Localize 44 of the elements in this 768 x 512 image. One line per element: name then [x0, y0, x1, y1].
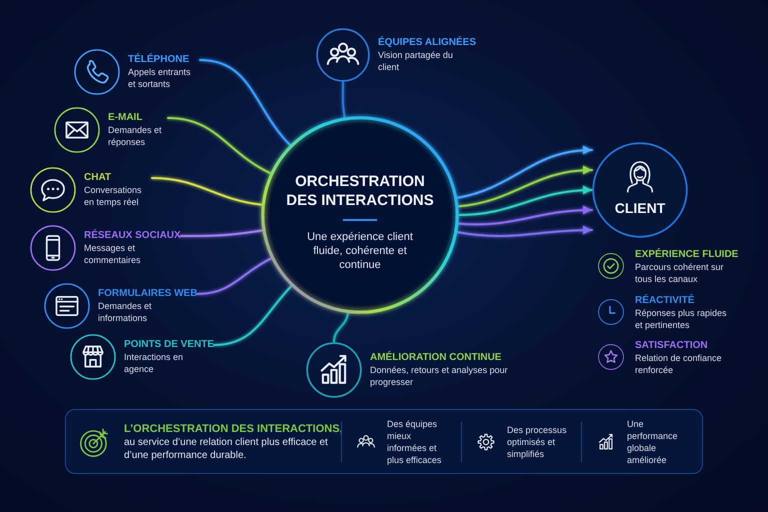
hub-subtitle: Une expérience client fluide, cohérente et continue — [306, 230, 414, 272]
connector-line — [213, 285, 292, 346]
summary-banner — [65, 409, 703, 474]
connector-line — [180, 229, 264, 237]
node-description: Relation de confiance renforcée — [635, 352, 723, 376]
connector-line — [151, 177, 263, 206]
node-title: FORMULAIRES WEB — [98, 288, 198, 300]
arrow — [458, 186, 593, 216]
feature-text: Une performance globale améliorée — [627, 418, 679, 466]
node-description: Messages et commentaires — [84, 242, 142, 266]
arrow — [456, 146, 593, 199]
feature-text: Des équipes mieux informées et plus efficaces — [387, 418, 442, 466]
node-title: ÉQUIPES ALIGNÉES — [378, 37, 476, 49]
node-title: RÉSEAUX SOCIAUX — [84, 230, 181, 242]
arrow — [457, 166, 593, 208]
node-description: Données, retours et analyses pour progresser — [370, 364, 509, 388]
node-title: RÉACTIVITÉ — [635, 295, 694, 307]
node-description: Appels entrants et sortants — [128, 66, 192, 90]
node-description: Vision partagée du client — [378, 49, 454, 73]
connector-line — [199, 59, 292, 146]
node-description: Parcours cohérent sur tous les canaux — [635, 261, 725, 285]
connector-line — [333, 312, 349, 343]
node-title: AMÉLIORATION CONTINUE — [370, 352, 502, 364]
connector-line — [342, 81, 346, 118]
node-title: POINTS DE VENTE — [124, 339, 214, 351]
banner-text: au service d’une relation client plus efficace et d’une performance durable. — [124, 436, 329, 462]
node-title: CHAT — [84, 172, 112, 184]
node-title: EXPÉRIENCE FLUIDE — [635, 249, 738, 261]
arrow — [456, 226, 593, 237]
node-title: TÉLÉPHONE — [128, 54, 190, 66]
node-description: Demandes et réponses — [108, 124, 163, 148]
banner-heading: L’ORCHESTRATION DES INTERACTIONS, — [124, 422, 343, 436]
client-label: CLIENT — [614, 200, 666, 216]
node-description: Conversations en temps réel — [84, 184, 143, 208]
connector-line — [167, 117, 272, 174]
node-description: Réponses plus rapides et pertinentes — [635, 307, 728, 331]
hub-title: ORCHESTRATION DES INTERACTIONS — [285, 172, 435, 210]
node-title: SATISFACTION — [635, 340, 708, 352]
connector-line — [196, 257, 272, 295]
feature-text: Des processus optimisés et simplifiés — [507, 424, 568, 460]
arrow — [457, 206, 593, 226]
node-description: Demandes et informations — [98, 300, 153, 324]
node-description: Interactions en agence — [124, 351, 184, 375]
node-title: E-MAIL — [108, 112, 142, 124]
